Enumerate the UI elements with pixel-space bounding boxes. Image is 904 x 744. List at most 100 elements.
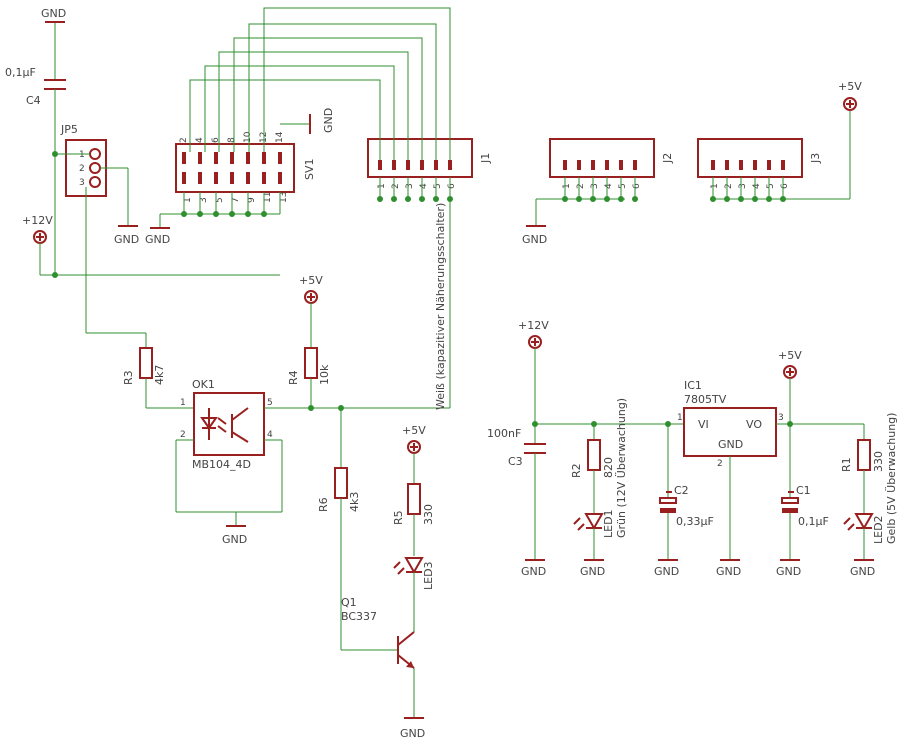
resistor-r4: +5V R4 10k — [287, 274, 344, 411]
sv1-pin-bottom-label: 13 — [279, 192, 289, 203]
led1-label: Grün (12V Überwachung) — [615, 398, 628, 538]
jp5-pin-2: 2 — [79, 164, 85, 174]
sv1-pin-bottom — [230, 172, 234, 184]
j3-pin — [739, 160, 743, 170]
supply-12v-left: +12V — [22, 214, 280, 278]
sv1-pin-bottom — [262, 172, 266, 184]
sv1-pin-bottom-label: 3 — [199, 197, 209, 203]
j2-pin-label: 3 — [590, 183, 600, 189]
c1-value: 0,1µF — [798, 515, 829, 528]
r2-name: R2 — [570, 463, 583, 478]
r1-value: 330 — [872, 451, 885, 472]
sv1-pin-bottom — [198, 172, 202, 184]
j2-gnd-label: GND — [522, 233, 547, 246]
led-led3: LED3 — [393, 557, 435, 604]
r5-v5-label: +5V — [402, 424, 426, 437]
j2-pin — [619, 160, 623, 170]
j3-pin-label: 3 — [738, 183, 748, 189]
optocoupler-ok1: OK1 MB104_4D 1 2 5 4 GND — [175, 378, 450, 546]
capacitor-c3: GND 100nF C3 — [487, 424, 546, 578]
j1-pin — [420, 160, 424, 170]
led2-name: LED2 — [872, 515, 885, 544]
ok1-type: MB104_4D — [192, 458, 251, 471]
sv1-pin-bottom — [278, 172, 282, 184]
jp5-pin-3: 3 — [79, 178, 85, 188]
r2-gnd-label: GND — [580, 565, 605, 578]
sv1-pin-top-label: 4 — [195, 137, 205, 143]
sv1-pin-top-label: 8 — [227, 137, 237, 143]
ic1-pin-1: 1 — [677, 413, 683, 423]
sv1-pin-top-label: 6 — [211, 137, 221, 143]
r4-value: 10k — [318, 364, 331, 385]
j1-name: J1 — [479, 153, 492, 164]
q1-type: BC337 — [341, 610, 377, 623]
j2-pin — [633, 160, 637, 170]
j1-pin-label: 4 — [419, 183, 429, 189]
ok1-pin-2: 2 — [180, 430, 186, 440]
j1-pin-label: 1 — [377, 183, 387, 189]
r5-name: R5 — [392, 510, 405, 525]
resistor-r1-led2: GND R1 330 LED2 Gelb (5V Überwachung) — [840, 413, 898, 578]
ok1-pin-5: 5 — [267, 398, 273, 408]
sv1-name: SV1 — [303, 158, 316, 180]
j3-pin-label: 5 — [766, 183, 776, 189]
c4-name: C4 — [26, 94, 41, 107]
sv1-pin-bottom — [246, 172, 250, 184]
j1-pin-label: 6 — [447, 183, 457, 189]
r3-value: 4k7 — [153, 365, 166, 385]
ribbon-wires — [189, 7, 451, 160]
resistor-r2-led1: GND R2 820 LED1 Grün (12V Überwachung) — [570, 398, 628, 578]
sv1-pin-top — [214, 152, 218, 164]
j2-pin — [577, 160, 581, 170]
sv1-pin-bottom — [182, 172, 186, 184]
sv1-pin-top — [230, 152, 234, 164]
led3-name: LED3 — [422, 561, 435, 590]
sv1-pin-bottom-label: 7 — [231, 197, 241, 203]
sv1-pin-top — [278, 152, 282, 164]
ic1-type: 7805TV — [684, 393, 727, 406]
c1-gnd-label: GND — [776, 565, 801, 578]
q1-gnd-label: GND — [400, 727, 425, 740]
j3-v5-label: +5V — [838, 80, 862, 93]
led2-label: Gelb (5V Überwachung) — [885, 413, 898, 544]
j3-pin — [725, 160, 729, 170]
ok1-gnd-label: GND — [222, 533, 247, 546]
ic1-gnd: GND — [718, 438, 743, 451]
j1-pin — [448, 160, 452, 170]
r1-gnd-label: GND — [850, 565, 875, 578]
r5-value: 330 — [422, 504, 435, 525]
j1-pin — [378, 160, 382, 170]
j2-pin — [591, 160, 595, 170]
sv1-pin-top — [262, 152, 266, 164]
j3-pin-label: 6 — [780, 183, 790, 189]
ic1-vi: VI — [698, 418, 709, 431]
j2-pin-label: 6 — [632, 183, 642, 189]
sv1-gnd-bottom: GND — [145, 233, 170, 246]
j1-pin — [406, 160, 410, 170]
jp5-name: JP5 — [60, 123, 78, 136]
resistor-r6: R6 4k3 — [317, 408, 361, 650]
r3-name: R3 — [122, 370, 135, 385]
j2-pin-label: 5 — [618, 183, 628, 189]
jp5-pin-1: 1 — [79, 150, 85, 160]
j1-pin — [434, 160, 438, 170]
j2-pin — [563, 160, 567, 170]
ok1-pin-4: 4 — [267, 430, 273, 440]
r2-value: 820 — [602, 457, 615, 478]
j3-pin — [753, 160, 757, 170]
sv1-pin-top — [198, 152, 202, 164]
j3-pin-label: 2 — [724, 183, 734, 189]
ic1-vo: VO — [746, 418, 762, 431]
j1-pin-label: 2 — [391, 183, 401, 189]
j2-pin-label: 4 — [604, 183, 614, 189]
j1-pin — [392, 160, 396, 170]
r1-name: R1 — [840, 457, 853, 472]
ok1-name: OK1 — [192, 378, 215, 391]
sv1-pin-bottom-label: 1 — [183, 197, 193, 203]
j3-pin-label: 4 — [752, 183, 762, 189]
c4-value: 0,1µF — [5, 66, 36, 79]
